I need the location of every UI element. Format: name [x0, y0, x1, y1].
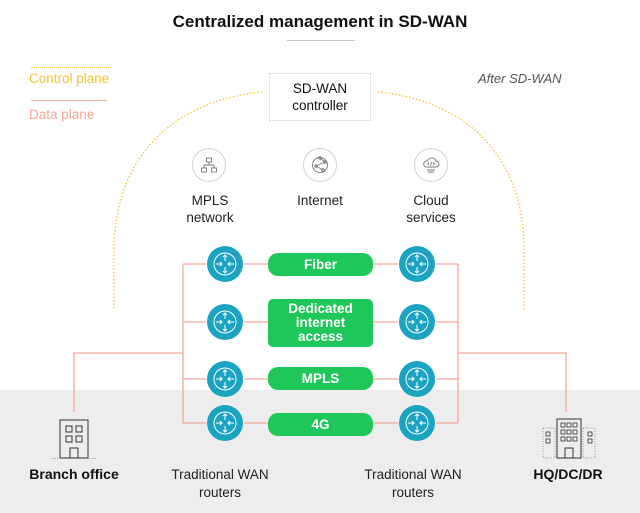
transport-label-line1: Internet: [297, 193, 343, 208]
globe-network-icon: [303, 148, 337, 182]
controller-line2: controller: [292, 98, 348, 113]
router-group-line2: routers: [391, 485, 435, 500]
network-topology-icon: [192, 148, 226, 182]
link-dedicated-internet-access: Dedicated internet access: [268, 299, 373, 347]
link-label: Fiber: [303, 256, 337, 272]
title-divider: [287, 40, 355, 41]
branch-office-building-icon: [52, 419, 96, 459]
ground-area: [0, 390, 640, 513]
router-icon: [207, 304, 243, 340]
router-group-line1: Traditional WAN: [171, 467, 269, 482]
hq-dc-dr-label: HQ/DC/DR: [533, 466, 603, 482]
data-plane-right: [373, 263, 567, 424]
controller-line1: SD-WAN: [292, 81, 348, 96]
transport-label-line1: Cloud: [413, 193, 449, 208]
router-icon: [207, 361, 243, 397]
router-group-line2: routers: [198, 485, 242, 500]
transport-mpls: MPLS network: [155, 192, 265, 226]
hq-building-icon: [542, 418, 596, 459]
link-mpls: MPLS: [268, 367, 373, 390]
cloud-code-icon: [414, 148, 448, 182]
branch-office-label: Branch office: [29, 466, 119, 482]
control-plane-arc-right: [377, 91, 525, 310]
transport-label-line1: MPLS: [191, 193, 229, 208]
router-icon: [399, 246, 435, 282]
transport-label-line2: network: [186, 210, 234, 225]
link-label: MPLS: [301, 370, 340, 386]
link-label: access: [297, 329, 344, 344]
data-plane-left: [73, 263, 268, 424]
legend-control-plane-swatch: [31, 67, 111, 68]
sd-wan-controller: SD-WAN controller: [269, 73, 371, 121]
router-icon: [399, 361, 435, 397]
right-routers-label: Traditional WAN routers: [353, 466, 473, 502]
legend-data-plane: Data plane: [29, 107, 95, 122]
link-label: Dedicated: [288, 301, 353, 316]
control-plane-arc-left: [113, 91, 263, 310]
legend-data-plane-swatch: [31, 100, 107, 101]
legend-control-plane: Control plane: [29, 71, 110, 86]
link-label: 4G: [311, 416, 330, 432]
left-routers-label: Traditional WAN routers: [160, 466, 280, 502]
router-icon: [207, 405, 243, 441]
link-fiber: Fiber: [268, 253, 373, 276]
transport-label-line2: services: [406, 210, 456, 225]
link-4g: 4G: [268, 413, 373, 436]
transport-internet: Internet: [265, 192, 375, 209]
router-icon: [207, 246, 243, 282]
router-group-line1: Traditional WAN: [364, 467, 462, 482]
router-icon: [399, 405, 435, 441]
router-icon: [399, 304, 435, 340]
link-label: internet: [295, 315, 346, 330]
transport-cloud: Cloud services: [376, 192, 486, 226]
diagram-title: Centralized management in SD-WAN: [172, 12, 468, 31]
context-label: After SD-WAN: [478, 71, 562, 86]
